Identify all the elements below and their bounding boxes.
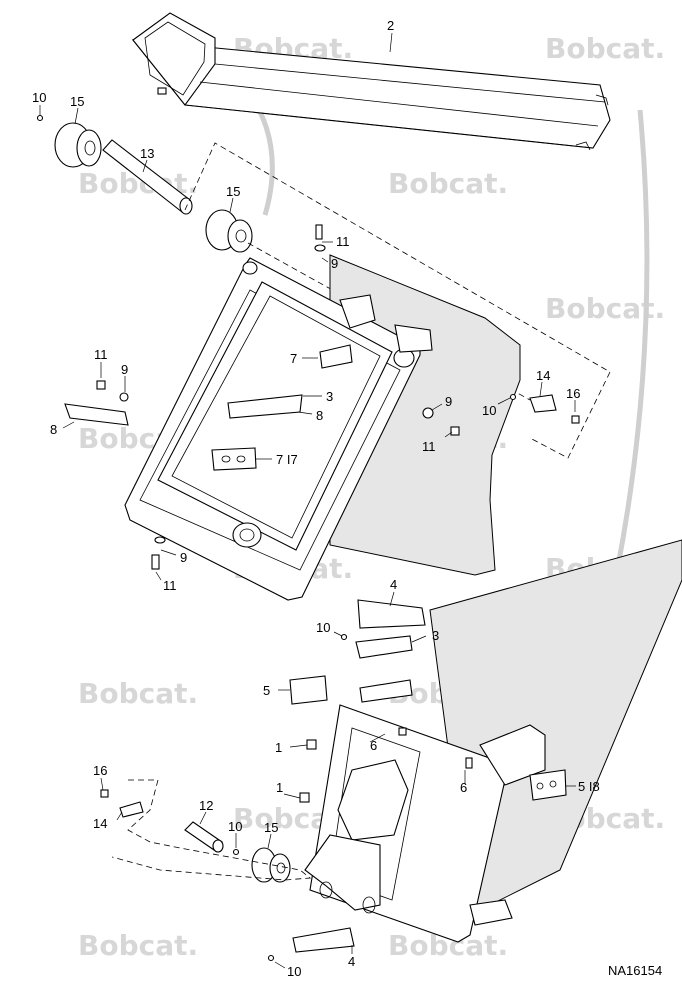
callout-16: 16 (566, 386, 580, 401)
callout-3: 3 (432, 628, 439, 643)
svg-text:Bobcat.: Bobcat. (388, 167, 508, 200)
callout-9: 9 (121, 362, 128, 377)
callout-11: 11 (422, 439, 436, 454)
callout-10: 10 (32, 90, 46, 105)
callout-7-17: 7 I7 (276, 452, 298, 467)
callout-9: 9 (445, 394, 452, 409)
upper-hardware (64, 224, 580, 570)
drawing-reference-number: NA16154 (608, 963, 662, 978)
callout-14: 14 (93, 816, 107, 831)
callout-11: 11 (94, 347, 108, 362)
callout-1: 1 (276, 780, 283, 795)
callout-1: 1 (275, 740, 282, 755)
callout-labels: 2 10 15 13 15 11 9 7 11 9 3 8 8 9 10 14 … (32, 18, 600, 979)
callout-2: 2 (387, 18, 394, 33)
watermark-11: Bobcat. (78, 677, 198, 710)
dashed-assembly-guide-lower (111, 779, 312, 881)
callout-6: 6 (370, 738, 377, 753)
watermark-15: Bobcat. (78, 929, 198, 962)
callout-7: 7 (290, 351, 297, 366)
callout-9: 9 (331, 256, 338, 271)
upper-roller-assembly (36, 114, 253, 253)
watermark-4: Bobcat. (388, 167, 508, 200)
callout-3: 3 (326, 389, 333, 404)
lower-frame-assembly (267, 539, 682, 962)
callout-8: 8 (316, 408, 323, 423)
svg-text:Bobcat.: Bobcat. (545, 32, 665, 65)
callout-10: 10 (287, 964, 301, 979)
callout-8: 8 (50, 422, 57, 437)
lower-roller-assembly (100, 789, 291, 883)
callout-14: 14 (536, 368, 550, 383)
track-beam-part (131, 12, 611, 151)
callout-10: 10 (228, 819, 242, 834)
leader-lines (39, 32, 576, 969)
callout-10: 10 (482, 403, 496, 418)
callout-6: 6 (460, 780, 467, 795)
callout-4: 4 (390, 577, 397, 592)
callout-15: 15 (264, 820, 278, 835)
callout-10: 10 (316, 620, 330, 635)
callout-15: 15 (226, 184, 240, 199)
svg-text:Bobcat.: Bobcat. (78, 677, 198, 710)
mounting-frame (124, 254, 521, 601)
callout-9: 9 (180, 550, 187, 565)
callout-4: 4 (348, 954, 355, 969)
callout-5: 5 (263, 683, 270, 698)
callout-16: 16 (93, 763, 107, 778)
watermark-1: Bobcat. (545, 32, 665, 65)
callout-5-18: 5 I8 (578, 779, 600, 794)
callout-13: 13 (140, 146, 154, 161)
svg-text:Bobcat.: Bobcat. (78, 929, 198, 962)
callout-11: 11 (336, 234, 350, 249)
dashed-assembly-guide-upper (184, 142, 611, 459)
callout-11: 11 (163, 578, 177, 593)
callout-15: 15 (70, 94, 84, 109)
callout-12: 12 (199, 798, 213, 813)
